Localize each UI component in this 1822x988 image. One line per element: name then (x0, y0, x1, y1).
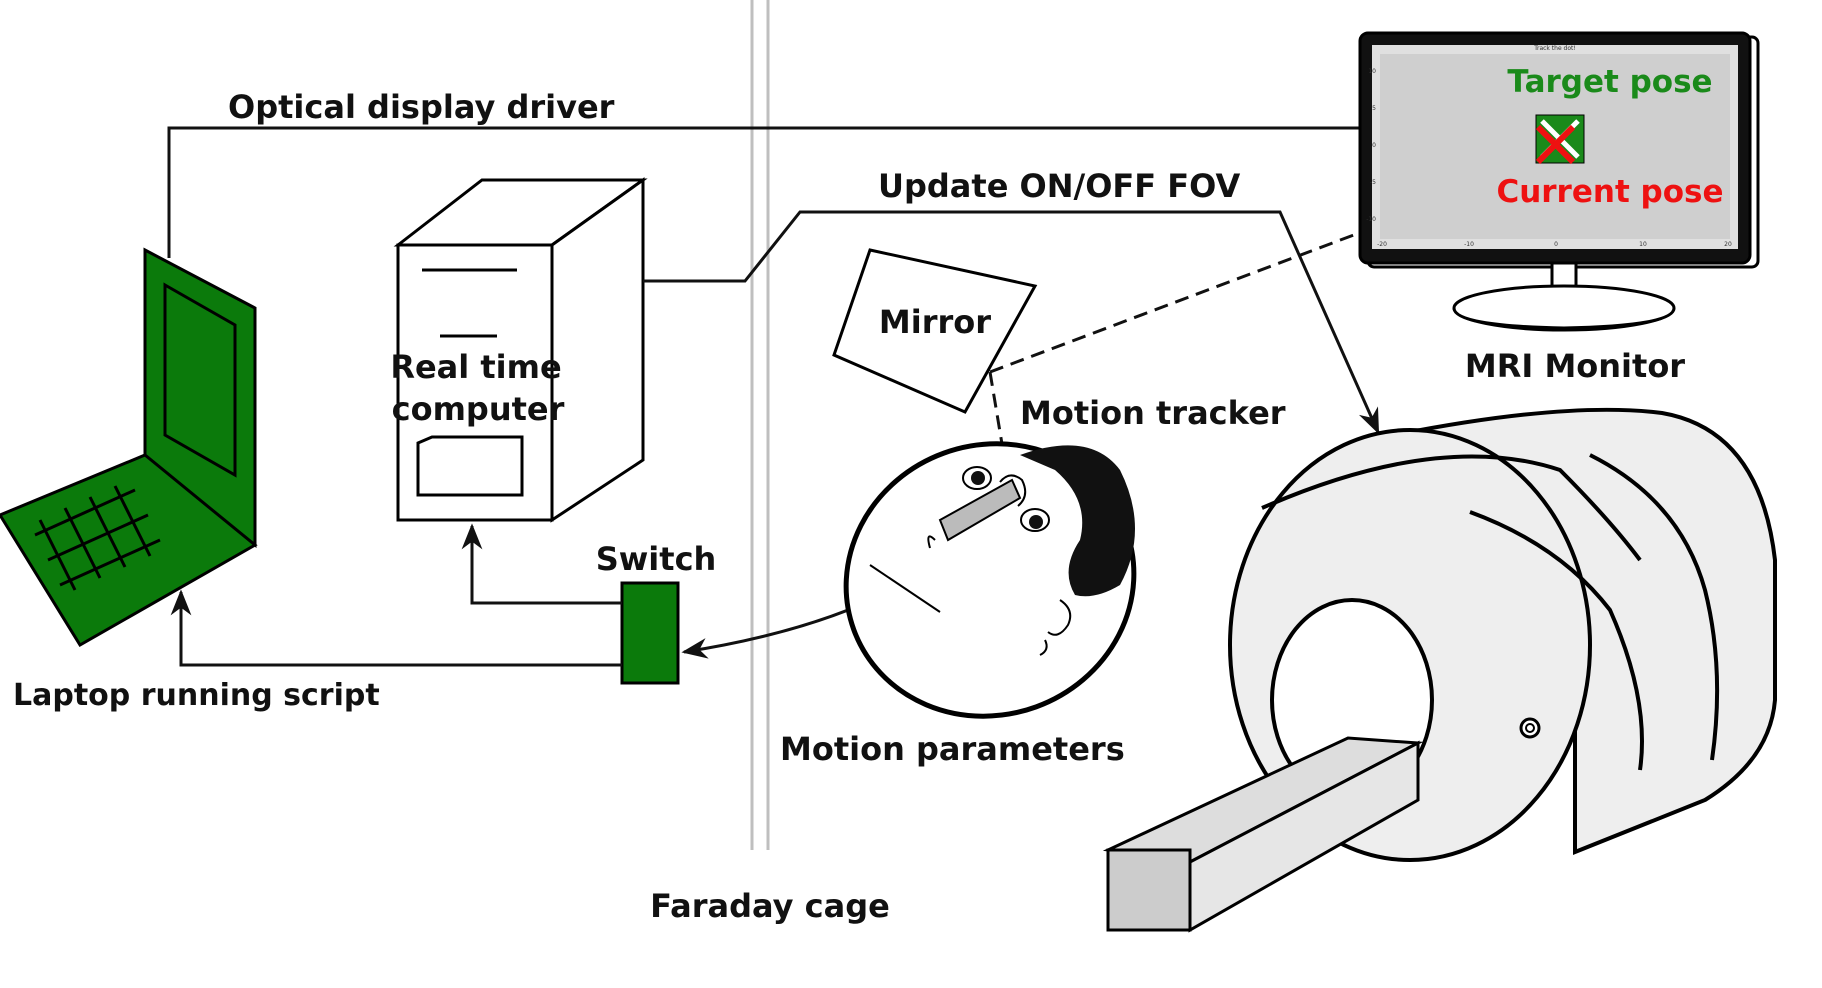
x-tick: -20 (1377, 241, 1387, 248)
laptop-label: Laptop running script (13, 678, 380, 713)
current-pose-label: Current pose (1496, 174, 1723, 210)
faraday-cage-divider (750, 0, 770, 850)
update-fov-arrow (643, 210, 1380, 435)
computer-tower-icon (393, 177, 648, 523)
y-tick: 5 (1372, 105, 1376, 112)
x-tick: 20 (1724, 241, 1732, 248)
laptop-icon (0, 247, 258, 648)
update-fov-label: Update ON/OFF FOV (878, 167, 1240, 205)
screen-title: Track the dot! (1533, 45, 1576, 52)
x-tick: 10 (1639, 241, 1647, 248)
mri-monitor-label: MRI Monitor (1465, 347, 1685, 385)
y-tick: 0 (1372, 142, 1376, 149)
switch-box (620, 581, 680, 685)
optical-display-driver-arrow (167, 117, 1508, 258)
mirror-label: Mirror (879, 303, 991, 341)
y-tick: -10 (1366, 216, 1376, 223)
faraday-cage-label: Faraday cage (650, 887, 890, 925)
switch-to-computer-arrow (461, 523, 622, 605)
motion-tracker-label: Motion tracker (1020, 394, 1286, 432)
target-pose-label: Target pose (1507, 64, 1712, 100)
screen-x-ticks: -20 -10 0 10 20 (1377, 241, 1732, 248)
x-tick: -10 (1464, 241, 1474, 248)
current-pose-marker (1535, 124, 1576, 165)
x-tick: 0 (1554, 241, 1558, 248)
switch-to-laptop-arrow (170, 589, 622, 667)
head-icon (843, 441, 1137, 719)
mirror-shape (832, 248, 1038, 414)
mri-scanner-icon (1102, 407, 1777, 933)
motion-parameters-label: Motion parameters (780, 730, 1125, 768)
optical-display-driver-label: Optical display driver (228, 88, 615, 126)
switch-label: Switch (596, 540, 717, 578)
real-time-computer-label-line2: computer (392, 390, 565, 428)
y-tick: -5 (1370, 179, 1376, 186)
real-time-computer-label-line1: Real time (390, 348, 561, 386)
mirror-to-monitor-dashed-arrow (989, 176, 1508, 374)
screen-y-ticks: 10 5 0 -5 -10 (1366, 68, 1376, 223)
y-tick: 10 (1368, 68, 1376, 75)
